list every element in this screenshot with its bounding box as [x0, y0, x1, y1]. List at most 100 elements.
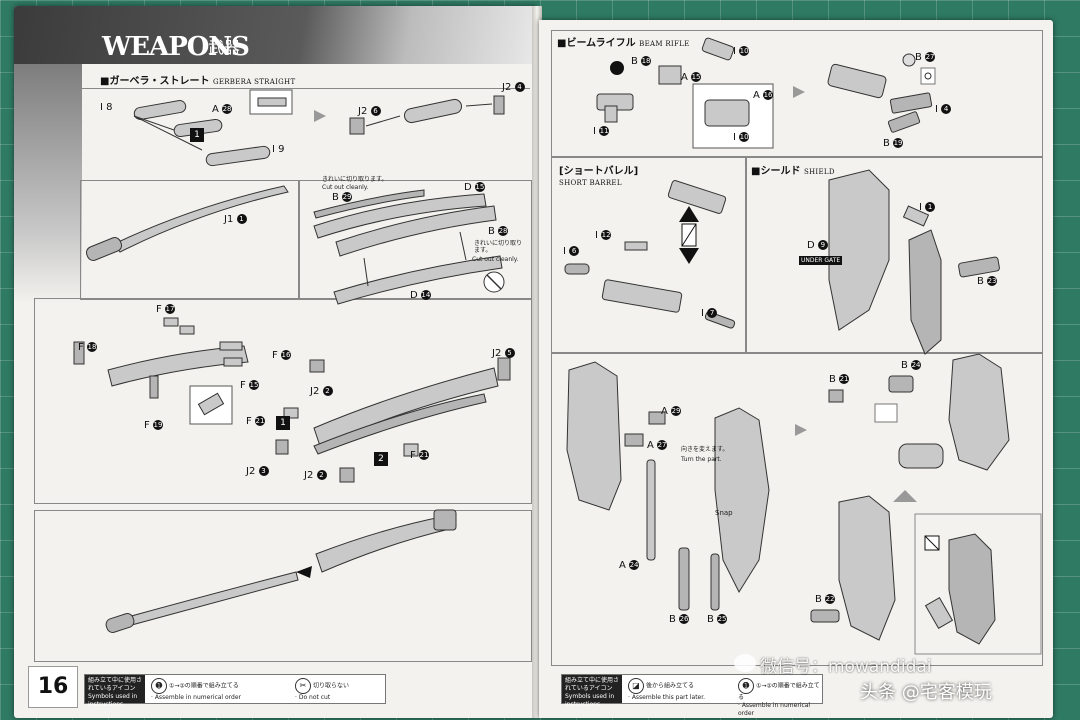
step-box-5	[34, 510, 532, 662]
numerical-order-icon: ➊	[151, 678, 167, 694]
b27-detail	[920, 67, 936, 85]
section-gerbera: ■ガーベラ・ストレート GERBERA STRAIGHT	[98, 72, 298, 87]
note-turn-jp: 向きを変えます。	[681, 446, 729, 453]
under-gate-badge: UNDER GATE	[799, 256, 843, 265]
legend-title-en: Symbols used in instructions	[88, 693, 138, 708]
label-i6-num: 6	[569, 246, 580, 256]
shield-part-b23	[958, 256, 1000, 278]
label-b25-num: 25	[717, 614, 728, 624]
legend-item2-en: Do not cut	[298, 694, 331, 701]
label-j2-5-text: J2	[492, 348, 502, 359]
part-f19	[149, 375, 159, 399]
legend-item-later: ◪後から組み立てる· Assemble this part later.	[628, 678, 705, 702]
note-cut-1-en: Cut out cleanly.	[322, 184, 369, 191]
label-b23: B 23	[977, 276, 998, 287]
rifle-part-b27	[902, 53, 916, 67]
short-barrel-i6	[564, 263, 590, 275]
label-f16: F 16	[272, 350, 291, 361]
label-b26-text: B	[669, 614, 676, 625]
label-f15-num: 15	[248, 380, 259, 390]
label-a16-num: 16	[763, 90, 774, 100]
label-d15-text: D	[464, 182, 472, 193]
katana-blade-j1	[85, 185, 289, 261]
section-short-barrel-jp: [ショートバレル]	[559, 166, 639, 177]
label-b22-text: B	[815, 594, 822, 605]
label-a29: A 29	[661, 406, 682, 417]
shield-part-b24	[888, 375, 914, 393]
label-i11-text: I	[593, 126, 596, 137]
section-shield: ■シールド SHIELD	[749, 162, 837, 177]
note-turn-en: Turn the part.	[681, 456, 722, 463]
handle-part-i8	[133, 100, 187, 120]
label-f16-num: 16	[280, 350, 291, 360]
label-b28-num: 28	[498, 226, 509, 236]
rifle-assembled	[827, 63, 887, 99]
note-cut-1-jp: きれいに切り取ります。	[322, 176, 388, 183]
label-i10-num: 10	[739, 46, 750, 56]
label-j2-4-text: J2	[502, 82, 512, 93]
label-j2-4: J2 4	[502, 82, 525, 93]
shield-part-i1	[902, 205, 930, 227]
shield-main	[714, 407, 770, 594]
header-side-shade	[14, 64, 82, 304]
section-beam-rifle: ■ビームライフル BEAM RIFLE	[555, 34, 692, 49]
shield-part-a29	[648, 411, 666, 425]
section-beam-rifle-en: BEAM RIFLE	[639, 40, 690, 48]
label-i12-num: 12	[601, 230, 612, 240]
label-b24: B 24	[901, 360, 922, 371]
label-j2-2a: J2 2	[310, 386, 333, 397]
label-j2-6: J2 6	[358, 106, 381, 117]
shield-frame-left	[566, 361, 622, 511]
label-d14: D 14	[410, 290, 431, 301]
book-spine	[532, 6, 542, 718]
down-arrow-shield	[893, 490, 917, 502]
rifle-part-b19	[887, 111, 921, 133]
sheath-assembly	[107, 345, 499, 455]
label-f19: F 19	[144, 420, 163, 431]
label-b25: B 25	[707, 614, 728, 625]
label-f18: F 18	[78, 342, 97, 353]
label-a28-text: A	[212, 104, 219, 115]
label-a29-num: 29	[671, 406, 682, 416]
label-i7-num: 7	[707, 308, 718, 318]
legend-item-later-jp: 後から組み立てる	[646, 682, 695, 690]
label-j2-2b-text: J2	[304, 470, 314, 481]
label-b29-text: B	[332, 192, 339, 203]
shield-assembled-1	[948, 353, 1010, 471]
label-j2-6-text: J2	[358, 106, 368, 117]
label-b24-num: 24	[911, 360, 922, 370]
rifle-detail-body	[704, 99, 750, 127]
label-a28: A 28	[212, 104, 233, 115]
label-b21-num: 21	[839, 374, 850, 384]
label-a29-text: A	[661, 406, 668, 417]
label-i10b: I 10	[733, 132, 750, 143]
step-number-2: 2	[374, 452, 388, 466]
shield-part-a24	[646, 459, 656, 561]
section-shield-jp: シールド	[760, 166, 801, 177]
label-i4: I 4	[935, 104, 952, 115]
watermark-toutiao: 头条 @宅客模玩	[860, 682, 992, 703]
next-arrow-rifle	[793, 86, 805, 98]
shield-body-left	[828, 169, 890, 331]
label-a16: A 16	[753, 90, 774, 101]
label-j2-2b: J2 2	[304, 470, 327, 481]
note-cut-2-jp: きれいに切り取ります。	[474, 240, 523, 254]
next-arrow-1	[314, 110, 326, 122]
label-i10b-num: 10	[739, 132, 750, 142]
step-number-1b: 1	[276, 416, 290, 430]
label-i7-text: I	[701, 308, 704, 319]
label-d14-num: 14	[420, 290, 431, 300]
label-b27-text: B	[915, 52, 922, 63]
final-katana	[105, 509, 457, 633]
assemble-later-icon: ◪	[628, 678, 644, 694]
detail-handle	[257, 97, 287, 107]
rifle-part-b18	[658, 65, 682, 85]
part-f15	[223, 357, 243, 367]
page-title-kanji: 武器	[208, 38, 241, 57]
step-box-4	[34, 298, 532, 504]
label-j2-3-text: J2	[246, 466, 256, 477]
label-f17-num: 17	[164, 304, 175, 314]
label-d15: D 15	[464, 182, 485, 193]
